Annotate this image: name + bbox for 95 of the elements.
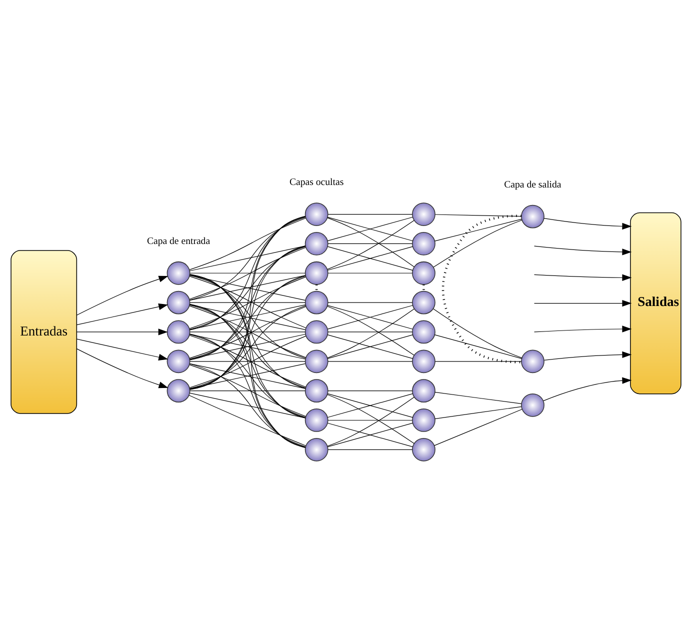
arrow: [76, 348, 168, 388]
connector: [190, 216, 306, 360]
node-circle: [412, 408, 436, 432]
node-circle: [304, 408, 328, 432]
connector: [189, 334, 306, 418]
connector: [190, 246, 306, 360]
connector: [327, 422, 414, 448]
connector: [190, 302, 306, 303]
label: Capa de salida: [504, 179, 562, 190]
node-circle: [166, 379, 190, 403]
node-circle: [304, 438, 328, 462]
arrow: [534, 300, 632, 307]
connector: [189, 247, 306, 300]
connector: [190, 274, 306, 418]
node-box: Entradas: [10, 250, 78, 414]
connector: [189, 246, 306, 330]
node-circle: [521, 350, 544, 374]
arrow: [76, 303, 168, 326]
node-circle: [166, 290, 190, 314]
node-circle: [412, 290, 436, 314]
node-circle: [304, 290, 328, 314]
node-circle: [521, 204, 544, 228]
connector: [189, 364, 306, 447]
connector: [433, 220, 522, 268]
arrow: [543, 377, 632, 402]
node-circle: [304, 202, 328, 226]
connector: [189, 364, 306, 417]
connector: [189, 246, 306, 272]
arrow: [76, 338, 168, 360]
node-circle: [412, 202, 436, 226]
connector: [328, 243, 413, 244]
connector: [190, 272, 306, 274]
connector: [190, 246, 306, 390]
connector: [189, 275, 306, 301]
connector: [442, 214, 522, 364]
connector: [189, 363, 306, 389]
connector: [190, 216, 306, 390]
arrow: [534, 246, 632, 256]
node-circle: [166, 261, 190, 285]
arrow: [534, 274, 632, 281]
node-circle: [304, 379, 328, 403]
connector: [328, 272, 413, 274]
connector: [328, 214, 413, 215]
node-circle: [412, 232, 436, 256]
node-circle: [412, 261, 436, 285]
connector: [190, 361, 306, 362]
connector: [189, 304, 306, 418]
connector: [190, 274, 306, 448]
connector: [434, 361, 522, 362]
arrow: [76, 328, 168, 336]
connector: [327, 246, 414, 271]
node-circle: [521, 393, 544, 417]
node-circle: [304, 320, 328, 344]
arrow: [76, 276, 168, 316]
connector: [327, 216, 414, 242]
node-circle: [304, 232, 328, 256]
connector: [190, 304, 306, 448]
connector: [327, 334, 414, 359]
label: Capa de entrada: [146, 236, 210, 248]
node-circle: [166, 350, 190, 374]
connector: [434, 406, 522, 420]
connector: [328, 449, 413, 450]
connector: [434, 214, 522, 217]
connector: [328, 390, 413, 392]
label: Capas ocultas: [290, 177, 344, 188]
connector: [328, 302, 413, 303]
connector: [432, 308, 522, 358]
connector: [189, 216, 306, 330]
arrow: [544, 218, 632, 230]
connector: [189, 392, 306, 418]
connector: [190, 390, 306, 392]
connector: [188, 394, 306, 446]
connector: [189, 334, 306, 448]
node-circle: [304, 350, 328, 374]
connector: [189, 334, 306, 360]
connector: [327, 305, 414, 330]
connector: [315, 284, 318, 292]
node-circle: [304, 261, 328, 285]
connector: [327, 393, 414, 418]
node-circle: [412, 379, 436, 403]
node-circle: [412, 350, 436, 374]
connector: [422, 284, 425, 292]
connector: [434, 218, 522, 242]
connector: [434, 334, 522, 359]
connector: [189, 218, 306, 270]
connector: [434, 392, 522, 404]
arrow: [534, 326, 632, 332]
node-circle: [412, 320, 436, 344]
connector: [189, 217, 306, 300]
connector: [434, 408, 522, 446]
node-circle: [412, 438, 436, 462]
arrow: [544, 351, 632, 360]
node-circle: [166, 320, 190, 344]
connector: [328, 361, 413, 362]
connector: [328, 420, 413, 421]
